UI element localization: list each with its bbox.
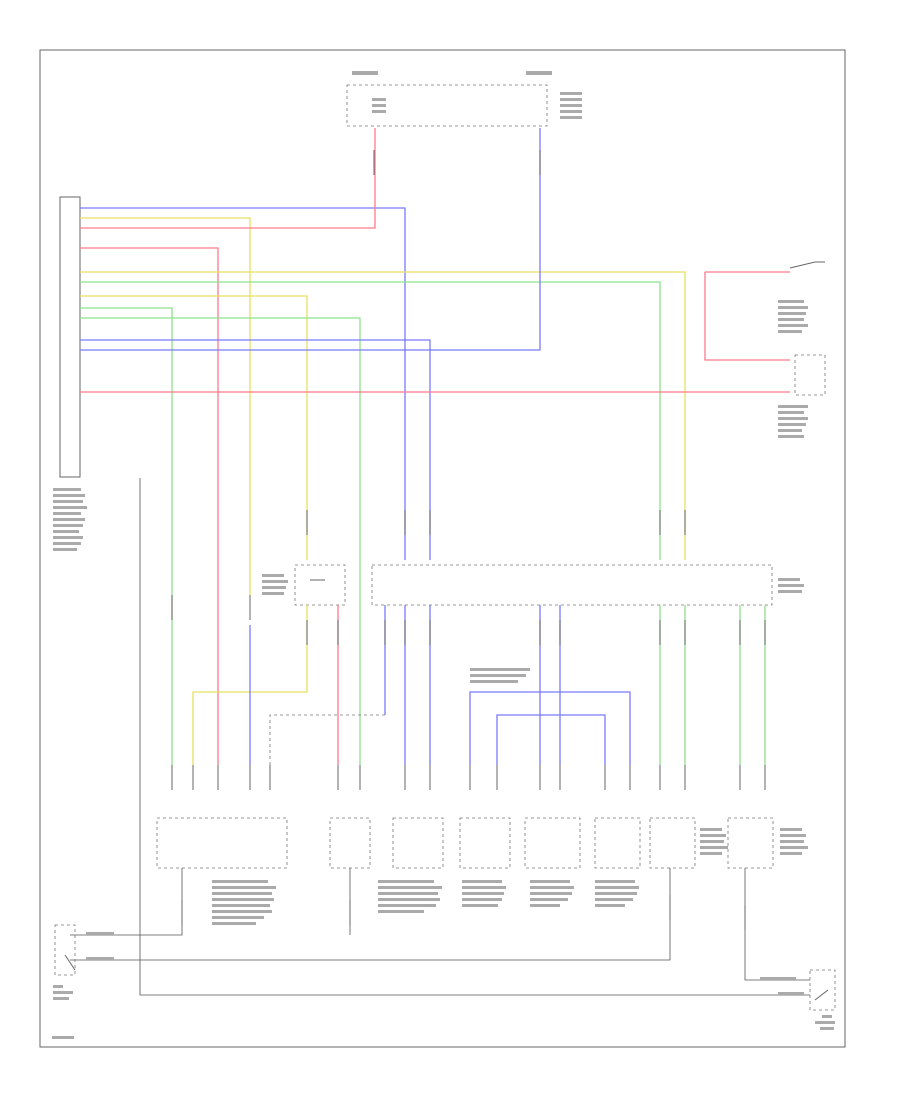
diagram-frame bbox=[39, 49, 846, 1048]
ground-connector-right bbox=[760, 969, 836, 1030]
fuse-block bbox=[346, 71, 582, 127]
connector-block bbox=[53, 196, 87, 551]
relay-right bbox=[269, 564, 804, 765]
connector-ticks bbox=[171, 150, 766, 790]
diagram-code bbox=[52, 1036, 74, 1039]
ground-connector-left bbox=[53, 924, 114, 1000]
door-lock-switch-right bbox=[778, 261, 826, 438]
door-lock-actuator-group bbox=[156, 817, 808, 925]
wire-bus bbox=[80, 128, 790, 765]
ground-wires bbox=[70, 478, 810, 996]
relay-left bbox=[192, 564, 346, 765]
